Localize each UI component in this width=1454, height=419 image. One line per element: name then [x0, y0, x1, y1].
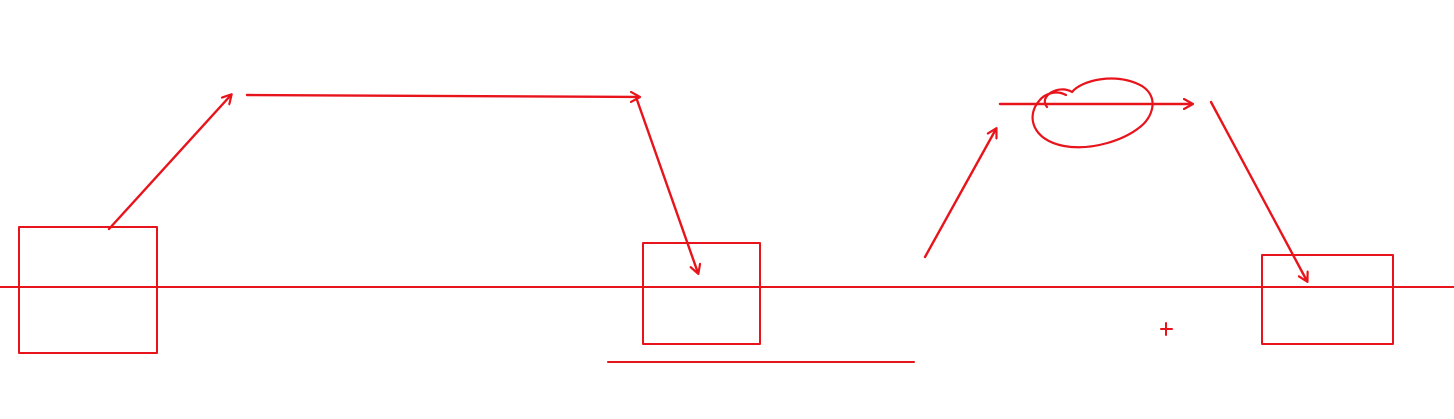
plus-mark-icon [1160, 322, 1173, 336]
arrow-up-from-left-box [107, 95, 231, 231]
arrow-top-horizontal [245, 95, 639, 97]
arrow-down-to-right-box [1209, 100, 1307, 281]
arrow-up-right-diagonal [923, 129, 996, 259]
arrow-down-to-middle-box [634, 95, 698, 273]
box-left [18, 226, 158, 354]
freehand-loop [1031, 77, 1154, 149]
box-right [1261, 254, 1394, 345]
box-middle [642, 242, 761, 345]
